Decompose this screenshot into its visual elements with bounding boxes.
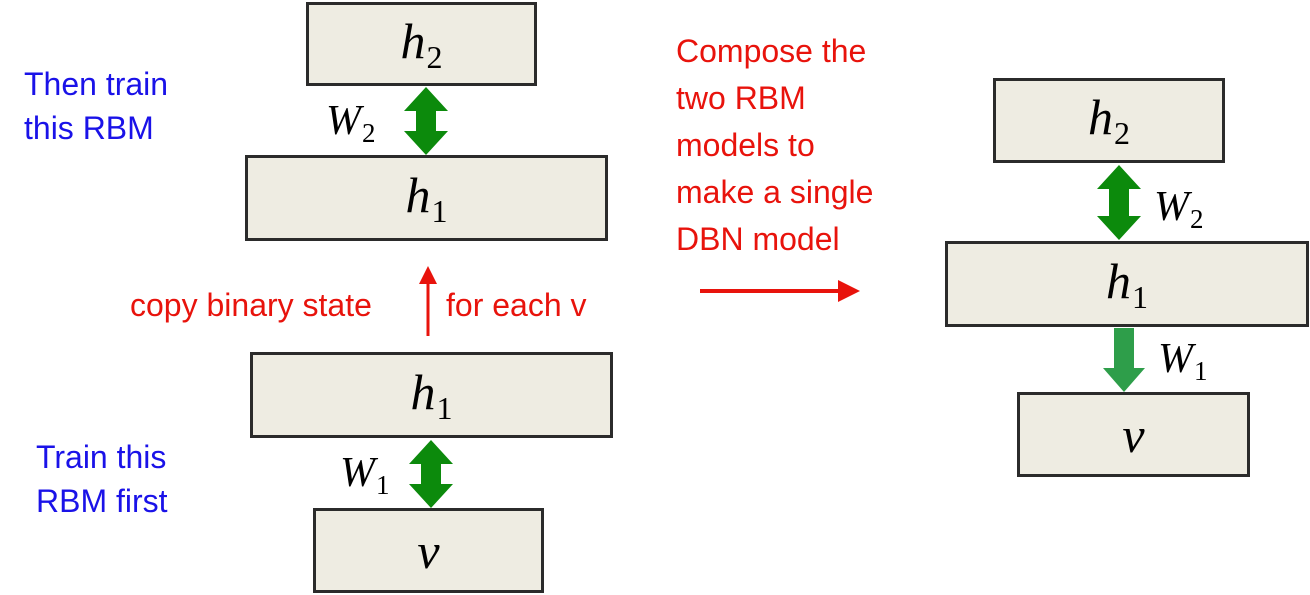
right-h2-label: h2	[1088, 89, 1130, 151]
left-h2-label: h2	[400, 12, 443, 75]
left-top-h1-box: h1	[245, 155, 608, 241]
right-w1-label: W1	[1158, 336, 1208, 386]
left-w1-label: W1	[340, 450, 390, 500]
compose-line-4: make a single	[676, 174, 874, 210]
then-train-line-1: Then train	[24, 66, 169, 102]
train-first-line-1: Train this	[36, 439, 167, 475]
compose-line-2: two RBM	[676, 80, 806, 116]
up-arrow-icon	[419, 266, 437, 284]
left-w2-label: W2	[326, 98, 376, 148]
left-top-h1-label: h1	[405, 166, 448, 229]
right-w2-label: W2	[1154, 184, 1204, 234]
right-h1-box: h1	[945, 241, 1309, 327]
left-h2-box: h2	[306, 2, 537, 86]
right-v-box: v	[1017, 392, 1250, 477]
copy-binary-state-text: copy binary state	[130, 287, 372, 323]
compose-line-1: Compose the	[676, 33, 867, 69]
left-bottom-h1-label: h1	[410, 363, 453, 426]
double-arrow-icon	[409, 440, 453, 508]
then-train-line-2: this RBM	[24, 110, 154, 146]
left-v-box: v	[313, 508, 544, 593]
compose-line-5: DBN model	[676, 221, 840, 257]
left-v-label: v	[417, 522, 440, 579]
double-arrow-icon	[1097, 165, 1141, 240]
train-first-note: Train this RBM first	[36, 435, 168, 523]
compose-note: Compose the two RBM models to make a sin…	[676, 28, 873, 263]
double-arrow-icon	[404, 87, 448, 155]
right-arrow-icon	[838, 280, 860, 302]
compose-line-3: models to	[676, 127, 815, 163]
right-h2-box: h2	[993, 78, 1225, 163]
right-h1-label: h1	[1106, 252, 1148, 315]
then-train-note: Then train this RBM	[24, 62, 168, 150]
right-v-label: v	[1122, 406, 1145, 463]
down-arrow-icon	[1103, 328, 1145, 392]
train-first-line-2: RBM first	[36, 483, 168, 519]
for-each-v-text: for each v	[446, 287, 587, 323]
left-bottom-h1-box: h1	[250, 352, 613, 438]
